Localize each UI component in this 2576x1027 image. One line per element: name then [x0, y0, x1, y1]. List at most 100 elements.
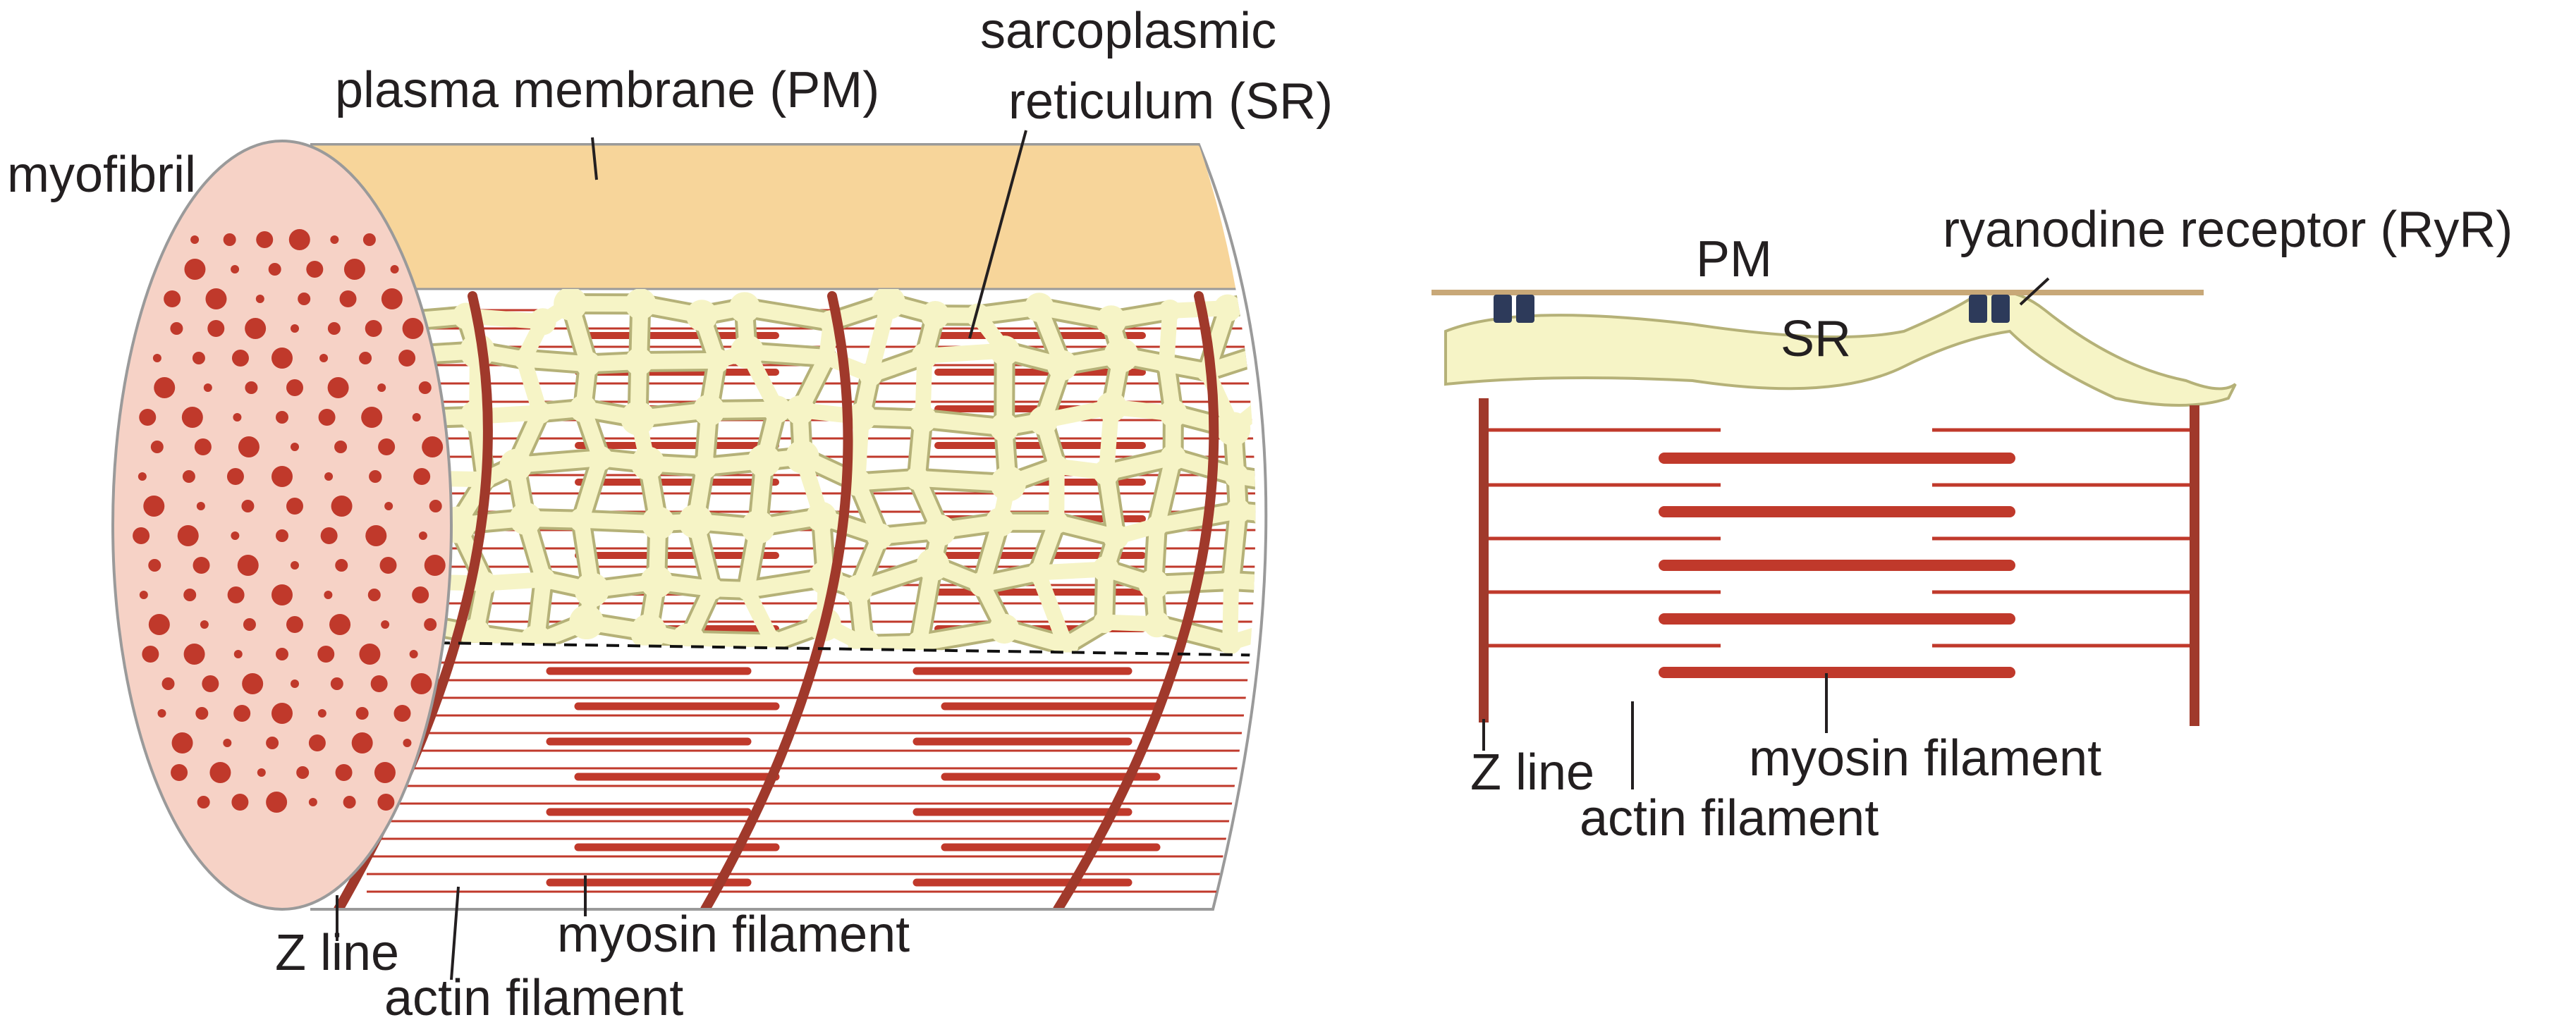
- sr-tubule: [1269, 514, 1270, 583]
- sr-node: [569, 605, 604, 640]
- myofibril-dot: [330, 235, 339, 244]
- myofibril-dot: [243, 618, 256, 631]
- sr-node: [692, 394, 725, 426]
- myofibril-dot: [256, 231, 274, 248]
- myofibril-dot: [369, 470, 382, 483]
- myofibril-dot: [384, 502, 393, 510]
- sarcomere-detail: [1432, 290, 2237, 726]
- myofibril-dot: [177, 525, 199, 546]
- myofibril-dot: [271, 703, 293, 724]
- sr-node: [1250, 289, 1256, 314]
- sr-node: [1214, 294, 1242, 322]
- myofibril-dot: [205, 288, 227, 309]
- sr-node: [700, 577, 724, 601]
- sr-tubule: [1030, 565, 1074, 653]
- myofibril-dot: [306, 261, 324, 278]
- sr-node: [990, 465, 1026, 502]
- sr-node: [1092, 555, 1119, 583]
- sr-node: [1028, 406, 1058, 436]
- myofibril-dot: [418, 381, 432, 394]
- myofibril-dot: [418, 531, 427, 540]
- sr-node: [916, 548, 950, 582]
- sr-node: [843, 574, 873, 604]
- sr-node: [989, 613, 1020, 644]
- sr-node: [678, 504, 713, 539]
- myofibril-dot: [271, 466, 293, 487]
- sr-node: [1156, 353, 1177, 374]
- myofibril-dot: [402, 318, 424, 339]
- sr-node: [625, 347, 654, 376]
- sr-tubule-edge: [1255, 393, 1256, 494]
- myofibril-dot: [329, 614, 351, 635]
- sr-node: [528, 401, 551, 424]
- myofibril-dot: [378, 438, 396, 455]
- ryr-1a: [1494, 295, 1512, 323]
- sr-node: [763, 395, 791, 424]
- myofibril-dot: [133, 527, 150, 544]
- myofibril-dot: [296, 766, 310, 779]
- sr-tubule: [1269, 583, 1271, 630]
- label-myosin-left: myosin filament: [557, 906, 910, 963]
- myofibril-dot: [291, 561, 299, 570]
- sr-node: [531, 567, 556, 592]
- sr-node: [1216, 412, 1251, 446]
- myofibril-dot: [377, 383, 386, 392]
- sr-node: [911, 343, 938, 369]
- myofibril-dot: [319, 354, 329, 362]
- z-line-right-disc: [2190, 405, 2199, 726]
- myofibril-dot: [412, 413, 421, 422]
- sr-node: [924, 515, 956, 547]
- sr-node: [786, 440, 819, 474]
- myofibril-dot: [308, 798, 317, 806]
- sr-node: [640, 565, 673, 598]
- myofibril-dot: [182, 470, 195, 483]
- myofibril-dot: [194, 438, 212, 455]
- myofibril-dot: [161, 677, 175, 690]
- myofibril-dot: [266, 737, 279, 749]
- label-actin-right: actin filament: [1580, 790, 1879, 847]
- myofibril-dot: [286, 616, 303, 633]
- ryanodine-receptors: [1494, 295, 2010, 323]
- label-sr-line1: sarcoplasmic: [980, 3, 1276, 59]
- myofibril-dot: [241, 500, 255, 512]
- sr-node: [1093, 459, 1120, 486]
- myofibril-dot: [271, 348, 293, 369]
- sr-node: [1220, 570, 1243, 592]
- myofibril-dot: [410, 673, 432, 694]
- sr-node: [1224, 463, 1249, 488]
- sr-node: [460, 618, 491, 649]
- sr-node: [1143, 610, 1171, 638]
- myofibril-dot: [154, 377, 176, 398]
- ryr-leader: [2019, 277, 2050, 306]
- myofibril-dot: [200, 620, 209, 629]
- actin-leader-left: [450, 886, 460, 980]
- sr-tubule-edge: [1269, 514, 1270, 583]
- sr-node: [554, 289, 587, 321]
- myofibril-dot: [317, 646, 335, 663]
- sr-node: [1027, 562, 1049, 584]
- sr-node: [1046, 350, 1078, 381]
- myofibril-dot: [268, 263, 281, 276]
- sr-node: [575, 351, 601, 377]
- sr-node: [625, 289, 657, 320]
- sr-node: [989, 336, 1020, 366]
- myofibril-dot: [266, 792, 288, 813]
- sr-node: [1045, 455, 1068, 478]
- sr-node: [1226, 498, 1251, 524]
- leader-lines-right: [1482, 277, 2050, 789]
- sr-node: [1138, 569, 1169, 600]
- sr-node: [499, 448, 532, 481]
- sr-node: [1104, 338, 1139, 373]
- myofibril-dot: [196, 502, 205, 510]
- myofibril-dot: [143, 496, 165, 517]
- myofibril-dot: [148, 614, 170, 635]
- sr-node: [1159, 300, 1181, 322]
- sr-node: [730, 335, 764, 369]
- sr-node: [692, 454, 718, 479]
- myofibril-dot: [152, 354, 161, 362]
- myofibril-dot: [276, 529, 288, 542]
- myofibril-dot: [359, 352, 372, 364]
- sr-node: [630, 446, 665, 481]
- sr-node: [985, 507, 1015, 537]
- myofibril-dot: [359, 644, 381, 665]
